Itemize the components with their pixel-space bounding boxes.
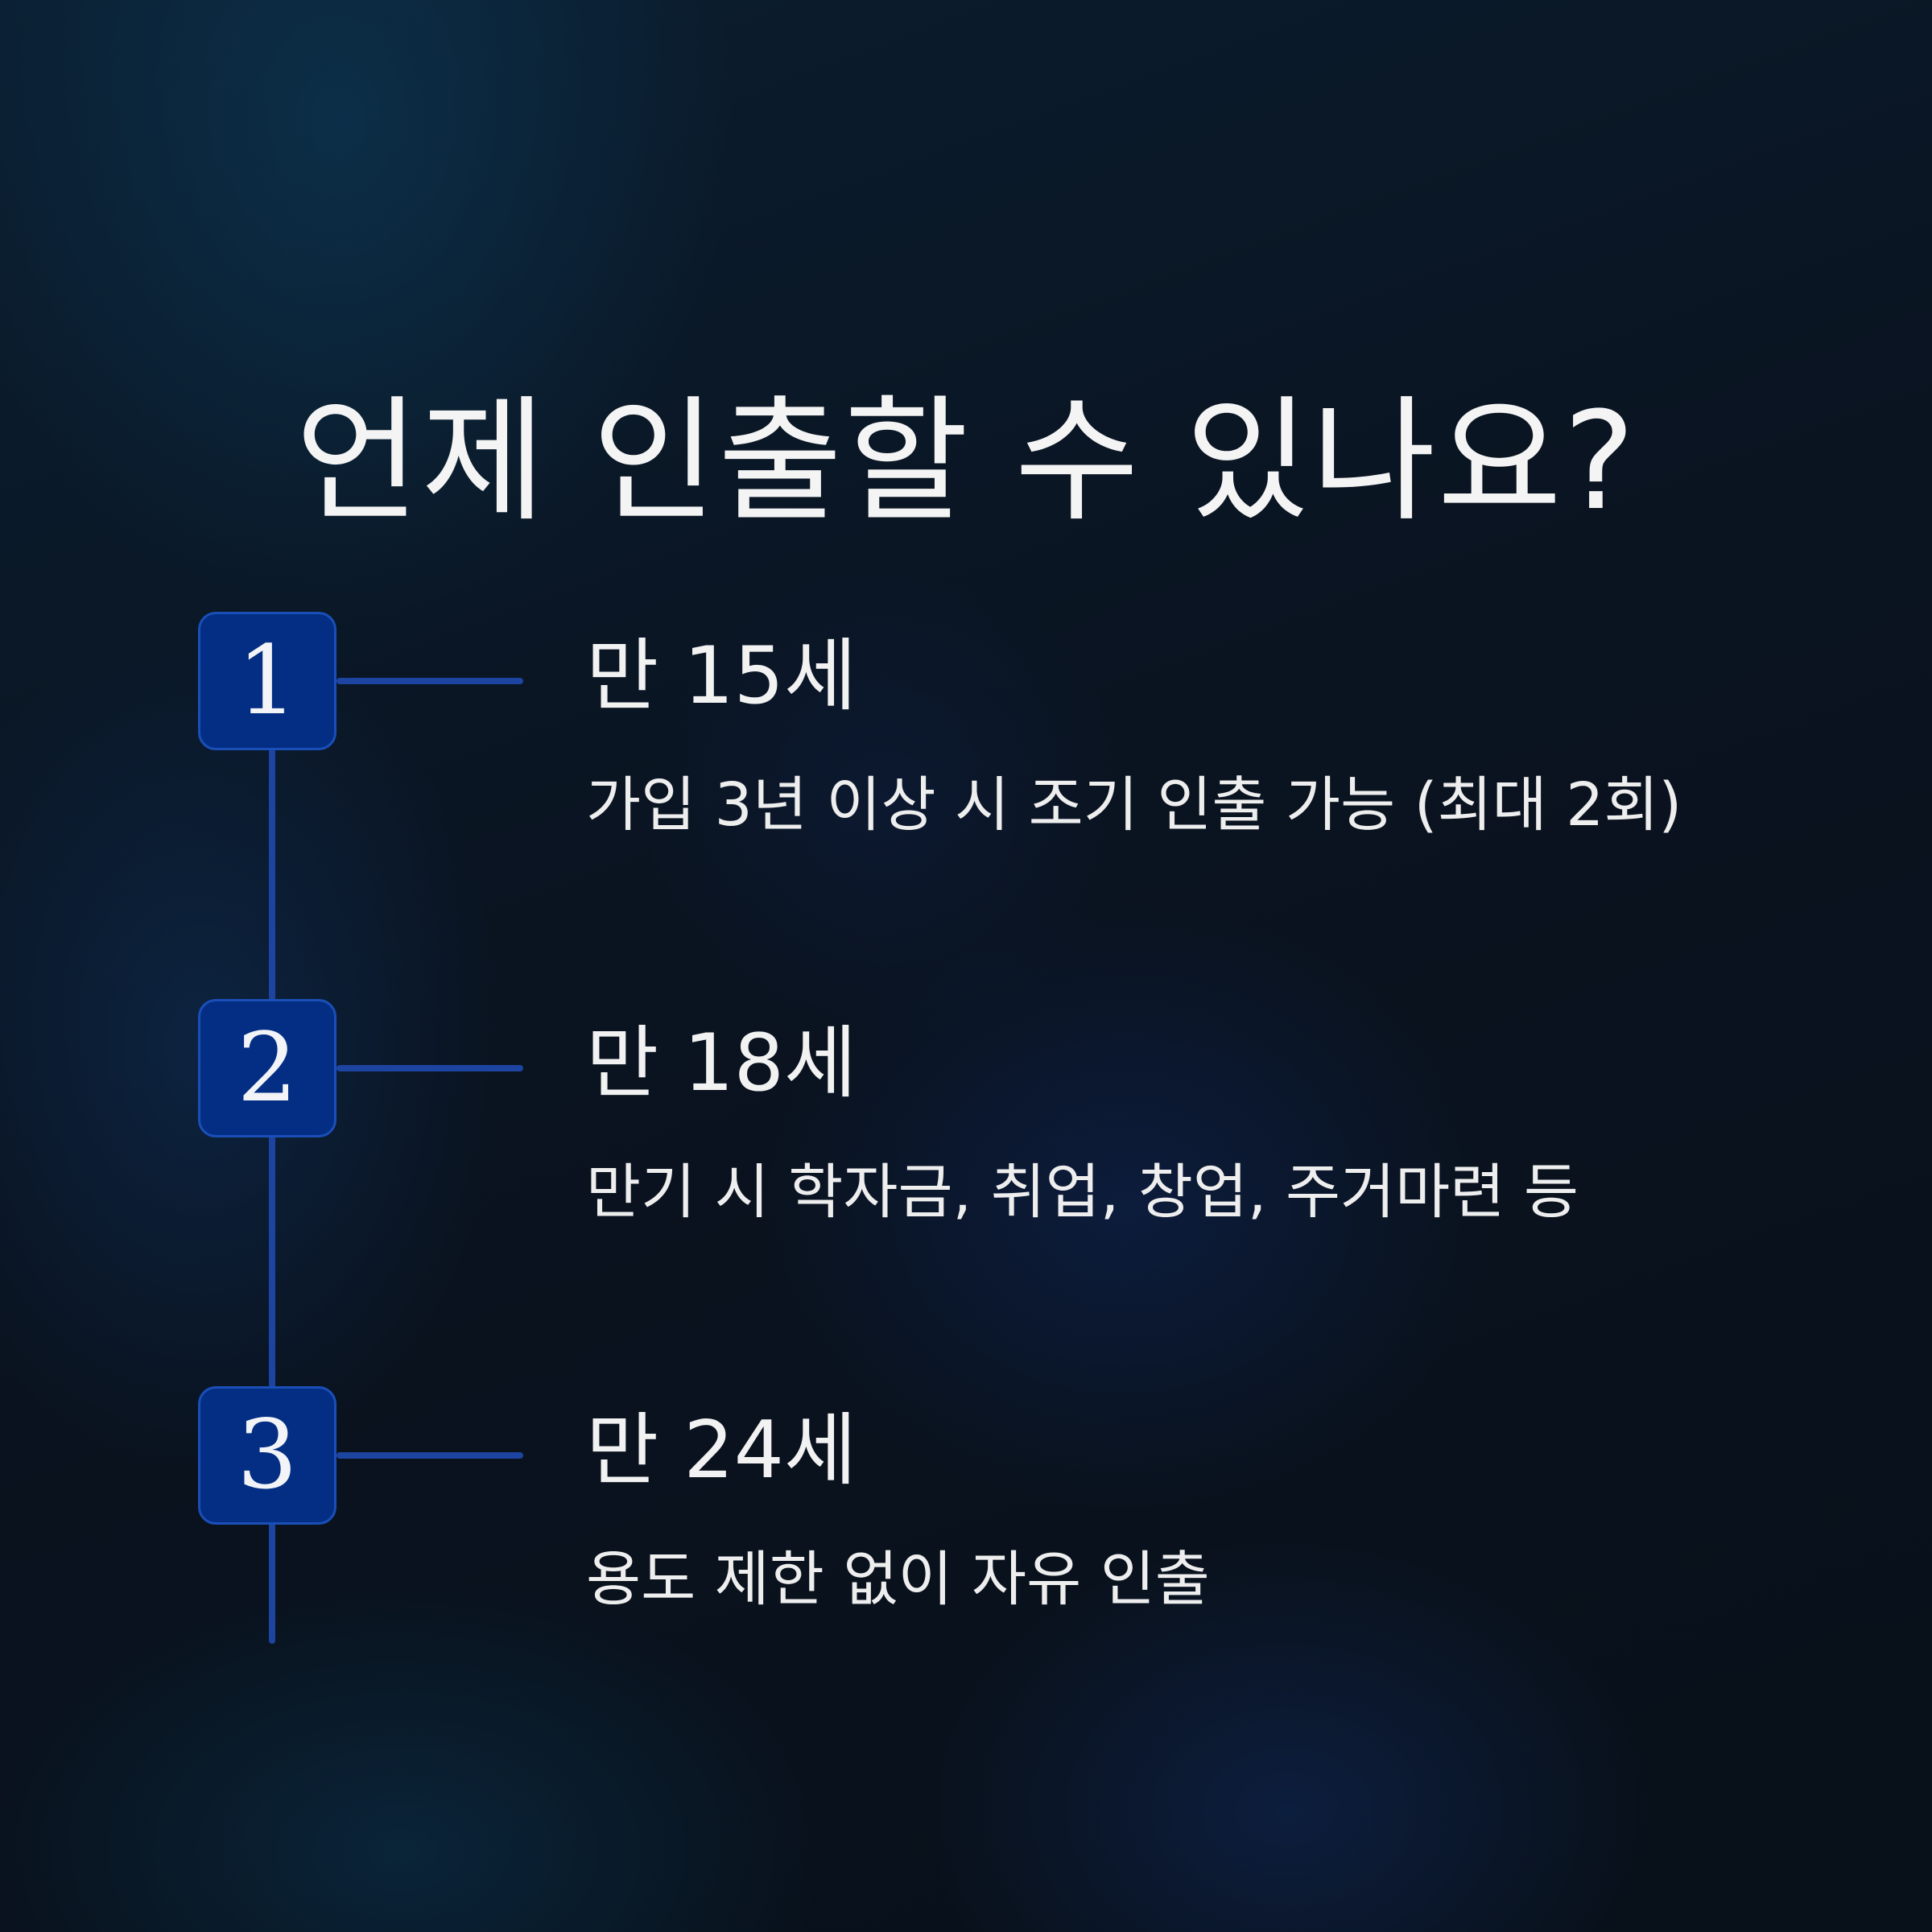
- step-number-badge: 1: [198, 612, 336, 750]
- step-connector: [336, 1065, 523, 1071]
- step-age-label: 만 18세: [586, 1018, 857, 1109]
- timeline-step-2: 2 만 18세 만기 시 학자금, 취업, 창업, 주거마련 등: [0, 999, 1932, 1241]
- step-description: 만기 시 학자금, 취업, 창업, 주거마련 등: [586, 1158, 1579, 1227]
- step-age-label: 만 15세: [586, 630, 857, 722]
- step-connector: [336, 678, 523, 684]
- timeline-line: [269, 724, 275, 1644]
- step-number-badge: 3: [198, 1386, 336, 1525]
- page-title: 언제 인출할 수 있나요?: [295, 382, 1637, 540]
- step-number-badge: 2: [198, 999, 336, 1137]
- step-age-label: 만 24세: [586, 1405, 857, 1496]
- step-connector: [336, 1452, 523, 1459]
- timeline-step-3: 3 만 24세 용도 제한 없이 자유 인출: [0, 1386, 1932, 1628]
- step-description: 가입 3년 이상 시 조기 인출 가능 (최대 2회): [586, 770, 1682, 840]
- step-description: 용도 제한 없이 자유 인출: [586, 1545, 1210, 1614]
- timeline-step-1: 1 만 15세 가입 3년 이상 시 조기 인출 가능 (최대 2회): [0, 612, 1932, 853]
